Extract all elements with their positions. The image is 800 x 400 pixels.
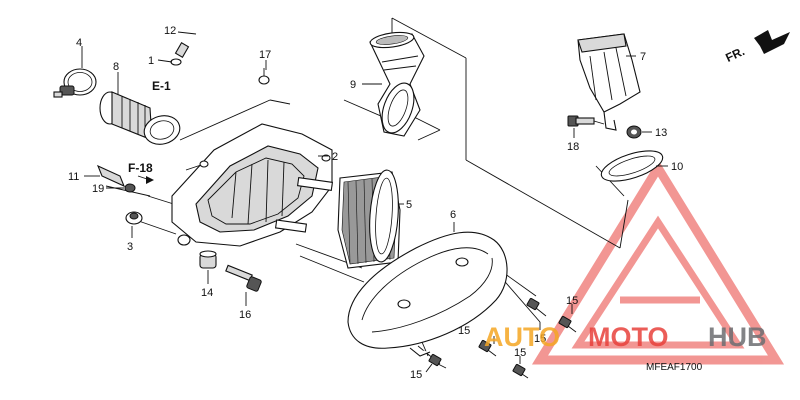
part-band-clamp bbox=[53, 68, 97, 98]
watermark-auto: AUTO bbox=[484, 322, 560, 352]
part-air-cleaner-housing bbox=[171, 123, 334, 247]
part-intake-rubber bbox=[99, 91, 181, 145]
part-clip-17 bbox=[258, 68, 270, 85]
watermark-moto: MOTO bbox=[588, 322, 669, 352]
callout-15-b: 15 bbox=[534, 333, 546, 345]
callout-14: 14 bbox=[201, 287, 213, 299]
callout-6: 6 bbox=[450, 209, 456, 221]
part-clip bbox=[170, 58, 182, 66]
callout-13: 13 bbox=[655, 127, 667, 139]
watermark-logo bbox=[531, 159, 785, 365]
part-bolt-16 bbox=[225, 264, 262, 292]
front-arrow-icon bbox=[754, 30, 790, 54]
part-collar-14 bbox=[199, 250, 217, 269]
part-air-cleaner-cover bbox=[347, 231, 508, 357]
watermark-triangle-inner bbox=[571, 215, 745, 349]
callout-5: 5 bbox=[406, 199, 412, 211]
part-grommet-3 bbox=[125, 211, 143, 225]
diagram-code: MFEAF1700 bbox=[646, 362, 703, 373]
callout-15-e: 15 bbox=[410, 369, 422, 381]
front-direction-label: FR. bbox=[723, 44, 746, 65]
part-clip-11 bbox=[96, 164, 126, 188]
screw-a bbox=[526, 297, 547, 317]
part-bolt-18 bbox=[567, 115, 605, 127]
callout-1: 1 bbox=[148, 55, 154, 67]
ref-e1: E-1 bbox=[152, 79, 171, 93]
part-intake-duct bbox=[577, 33, 641, 131]
callout-10: 10 bbox=[671, 161, 683, 173]
callout-15-a: 15 bbox=[566, 295, 578, 307]
callout-9: 9 bbox=[350, 79, 356, 91]
watermark-hub: HUB bbox=[708, 322, 767, 352]
screw-d bbox=[512, 363, 529, 379]
part-duct-seal bbox=[600, 150, 664, 182]
callout-8: 8 bbox=[113, 61, 119, 73]
part-nut-13 bbox=[626, 125, 642, 139]
callout-18: 18 bbox=[567, 141, 579, 153]
watermark-triangle-outer bbox=[531, 159, 785, 365]
leader-lines bbox=[81, 31, 668, 373]
callout-7: 7 bbox=[640, 51, 646, 63]
callout-11: 11 bbox=[68, 171, 79, 183]
part-air-funnel bbox=[369, 31, 425, 137]
ref-f18: F-18 bbox=[128, 161, 153, 175]
callout-labels: 4 8 12 1 17 9 2 5 6 7 13 18 10 11 19 3 1… bbox=[68, 25, 683, 381]
callout-15-c: 15 bbox=[458, 325, 470, 337]
callout-12: 12 bbox=[164, 25, 176, 37]
screw-b bbox=[558, 315, 577, 333]
callout-17: 17 bbox=[259, 49, 271, 61]
part-breather-tube bbox=[174, 26, 269, 81]
callout-16: 16 bbox=[239, 309, 251, 321]
screw-e bbox=[428, 353, 447, 369]
part-grommet-19 bbox=[124, 183, 136, 193]
callout-2: 2 bbox=[332, 151, 338, 163]
callout-19: 19 bbox=[92, 183, 104, 195]
part-screws-15 bbox=[428, 297, 577, 379]
watermark-wordmark: AUTO MOTO HUB bbox=[484, 322, 767, 352]
callout-15-d: 15 bbox=[514, 347, 526, 359]
direction-indicator: FR. bbox=[723, 30, 790, 65]
callout-4: 4 bbox=[76, 37, 82, 49]
screw-c bbox=[478, 339, 497, 357]
part-air-filter-element bbox=[337, 169, 401, 269]
callout-3: 3 bbox=[127, 241, 133, 253]
